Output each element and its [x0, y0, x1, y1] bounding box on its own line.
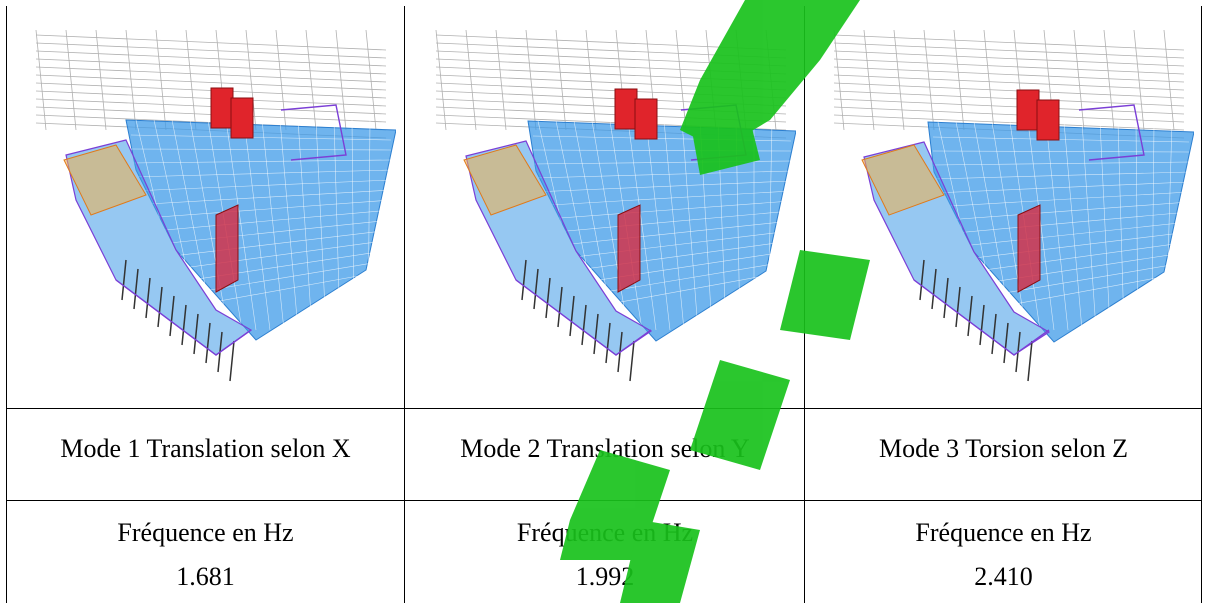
core-wall-a: [210, 87, 234, 129]
columns: [521, 259, 635, 382]
grid-frame: [833, 29, 1185, 139]
mode-3-model-image: [814, 10, 1194, 400]
mode-2-model-image: [416, 10, 796, 400]
core-wall-b: [634, 98, 658, 140]
table-border-row2: [6, 500, 1202, 501]
shear-wall: [617, 204, 641, 293]
core-wall-b: [230, 97, 254, 139]
columns: [919, 259, 1033, 382]
edge-beams: [115, 104, 347, 356]
mode-3-frequency-label: Fréquence en Hz: [915, 518, 1092, 547]
frame-bay: [861, 144, 945, 216]
table-border-col2: [804, 6, 805, 603]
table-border-row1: [6, 408, 1202, 409]
mode-2-label: Mode 2 Translation selon Y: [460, 434, 750, 463]
frame-bay: [63, 144, 147, 216]
mode-2-frequency-value: 1.992: [575, 562, 635, 591]
core-wall-a: [1016, 89, 1040, 131]
mode-3-label: Mode 3 Torsion selon Z: [878, 434, 1129, 463]
mode-1-frequency-value: 1.681: [176, 562, 235, 591]
grid-frame: [435, 29, 787, 139]
table-border-left: [6, 6, 7, 603]
table-border-col1: [404, 6, 405, 603]
mode-2-frequency-label: Fréquence en Hz: [516, 518, 694, 547]
shear-wall: [215, 204, 239, 293]
core-wall-b: [1036, 99, 1060, 141]
shear-wall: [1017, 204, 1041, 293]
frame-bay: [463, 144, 547, 216]
columns: [121, 259, 235, 382]
core-wall-a: [614, 88, 638, 130]
mode-1-label: Mode 1 Translation selon X: [60, 434, 351, 463]
mode-1-model-image: [16, 10, 396, 400]
mode-1-frequency-label: Fréquence en Hz: [117, 518, 294, 547]
table-border-right: [1201, 6, 1202, 603]
edge-beams: [913, 104, 1145, 356]
mode-3-frequency-value: 2.410: [974, 562, 1033, 591]
